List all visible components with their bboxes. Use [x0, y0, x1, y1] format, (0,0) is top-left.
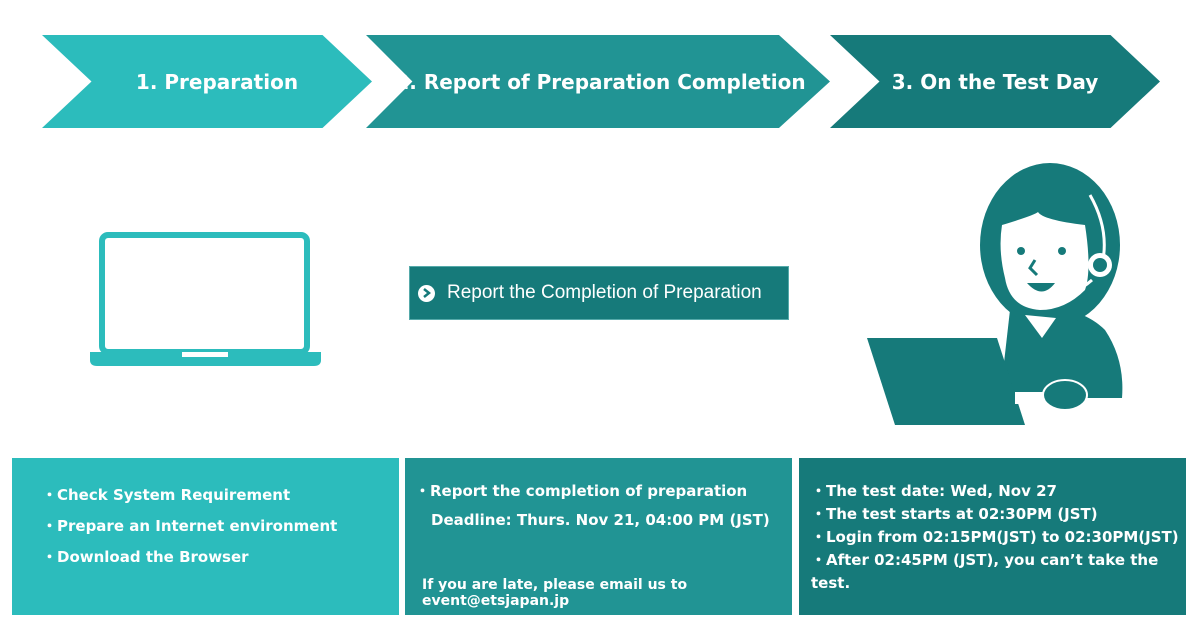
late-email-note: If you are late, please email us to even… — [422, 577, 688, 609]
test-day-panel: ・The test date: Wed, Nov 27 ・The test st… — [799, 458, 1186, 615]
report-completion-button[interactable]: Report the Completion of Preparation — [409, 266, 789, 320]
step-preparation: 1. Preparation — [42, 35, 372, 128]
step-report: 2. Report of Preparation Completion — [366, 35, 830, 128]
chevron-circle-right-icon — [418, 284, 435, 302]
preparation-panel: ・Check System Requirement ・Prepare an In… — [12, 458, 399, 615]
report-panel: ・Report the completion of preparation De… — [405, 458, 792, 615]
support-agent-illustration — [867, 163, 1123, 425]
laptop-icon — [90, 232, 321, 366]
step-test-day: 3. On the Test Day — [830, 35, 1160, 128]
